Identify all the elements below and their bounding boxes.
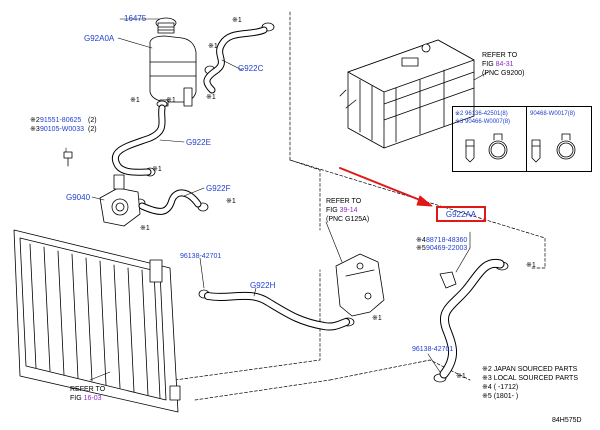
- refer-fig-prefix: FIG: [70, 395, 84, 402]
- refer-fig-prefix: FIG: [326, 207, 340, 214]
- note-mark: ※1: [232, 17, 242, 24]
- part-g922c-label[interactable]: G922C: [238, 64, 264, 73]
- legend-line-2[interactable]: ※3 90466-W0007(8): [455, 119, 511, 125]
- footnote-date-to: ※4 ( -1712): [482, 384, 519, 391]
- part-90105-w0033-label[interactable]: 90105-W0033: [40, 126, 84, 133]
- note-mark: ※1: [206, 94, 216, 101]
- footnote-japan: ※2 JAPAN SOURCED PARTS: [482, 366, 578, 373]
- part-g922f-label[interactable]: G922F: [206, 184, 231, 193]
- part-g9040-label[interactable]: G9040: [66, 193, 91, 202]
- pipe-bracket: [335, 253, 385, 317]
- clip-part-88718: [439, 271, 457, 289]
- footnote-date-from: ※5 (1801- ): [482, 393, 519, 400]
- inverter-unit: [339, 39, 475, 149]
- refer-fig-84-31-line3: (PNC G9200): [482, 70, 525, 77]
- g922aa-highlight-box[interactable]: G922AA: [436, 206, 486, 222]
- refer-fig-prefix: FIG: [482, 61, 496, 68]
- fig-16-03-link[interactable]: 16-03: [83, 395, 102, 402]
- footnote-local: ※3 LOCAL SOURCED PARTS: [482, 375, 578, 382]
- note-mark: ※1: [526, 262, 536, 269]
- legend-divider: [526, 107, 527, 171]
- clip-legend-box: [452, 106, 592, 172]
- refer-fig-39-14-line3: (PNC G125A): [326, 216, 370, 223]
- bolt-line-1-qty: (2): [88, 117, 97, 124]
- part-g922e-label[interactable]: G922E: [186, 138, 211, 147]
- refer-fig-84-31-line2: FIG 84-31: [482, 61, 514, 69]
- fig-39-14-link[interactable]: 39-14: [339, 207, 358, 214]
- part-g922h-label[interactable]: G922H: [250, 281, 276, 290]
- refer-fig-16-03-line1: REFER TO: [70, 386, 106, 393]
- note-mark: ※1: [140, 225, 150, 232]
- radiator: [13, 229, 181, 413]
- part-96138-42701-right-label[interactable]: 96138-42701: [412, 346, 454, 353]
- bolt-line-1-mark: ※2: [30, 117, 40, 124]
- refer-fig-16-03-line2: FIG 16-03: [70, 395, 102, 403]
- bolt-line-2-mark: ※3: [30, 126, 40, 133]
- refer-fig-84-31-line1: REFER TO: [482, 52, 518, 59]
- note-mark: ※1: [208, 43, 218, 50]
- part-91551-80625-label[interactable]: 91551-80625: [40, 117, 82, 124]
- hose-g922h: [204, 291, 350, 331]
- legend-clips: [465, 133, 576, 163]
- diagram-id: 84H575D: [552, 417, 582, 424]
- bolt-part: [63, 151, 73, 167]
- aa-line-1-mark: ※4: [416, 237, 426, 244]
- refer-fig-39-14-line2: FIG 39-14: [326, 207, 358, 215]
- refer-fig-39-14-line1: REFER TO: [326, 198, 362, 205]
- hose-g922c: [203, 26, 268, 94]
- legend-right-part[interactable]: 90468-W0017(8): [530, 111, 576, 117]
- part-g922aa-label[interactable]: G922AA: [445, 210, 477, 219]
- part-90469-22003-label[interactable]: 90469-22003: [426, 245, 468, 252]
- part-g92a0a-label[interactable]: G92A0A: [84, 34, 115, 43]
- note-mark: ※1: [130, 97, 140, 104]
- part-16475-label[interactable]: 16475: [124, 14, 147, 23]
- note-mark: ※1: [456, 373, 466, 380]
- legend-line-1[interactable]: ※2 96136-42501(8): [455, 111, 508, 117]
- note-mark: ※1: [372, 315, 382, 322]
- bolt-line-2-qty: (2): [88, 126, 97, 133]
- note-mark: ※1: [166, 97, 176, 104]
- fig-84-31-link[interactable]: 84-31: [495, 61, 514, 68]
- note-mark: ※1: [226, 198, 236, 205]
- part-88718-48360-label[interactable]: 88718-48360: [426, 237, 468, 244]
- aa-line-2-mark: ※5: [416, 245, 426, 252]
- part-96138-42701-left-label[interactable]: 96138-42701: [180, 253, 222, 260]
- highlight-arrow: [339, 167, 433, 207]
- water-pump: [99, 174, 141, 227]
- reservoir-tank: [149, 17, 197, 107]
- note-mark: ※1: [152, 166, 162, 173]
